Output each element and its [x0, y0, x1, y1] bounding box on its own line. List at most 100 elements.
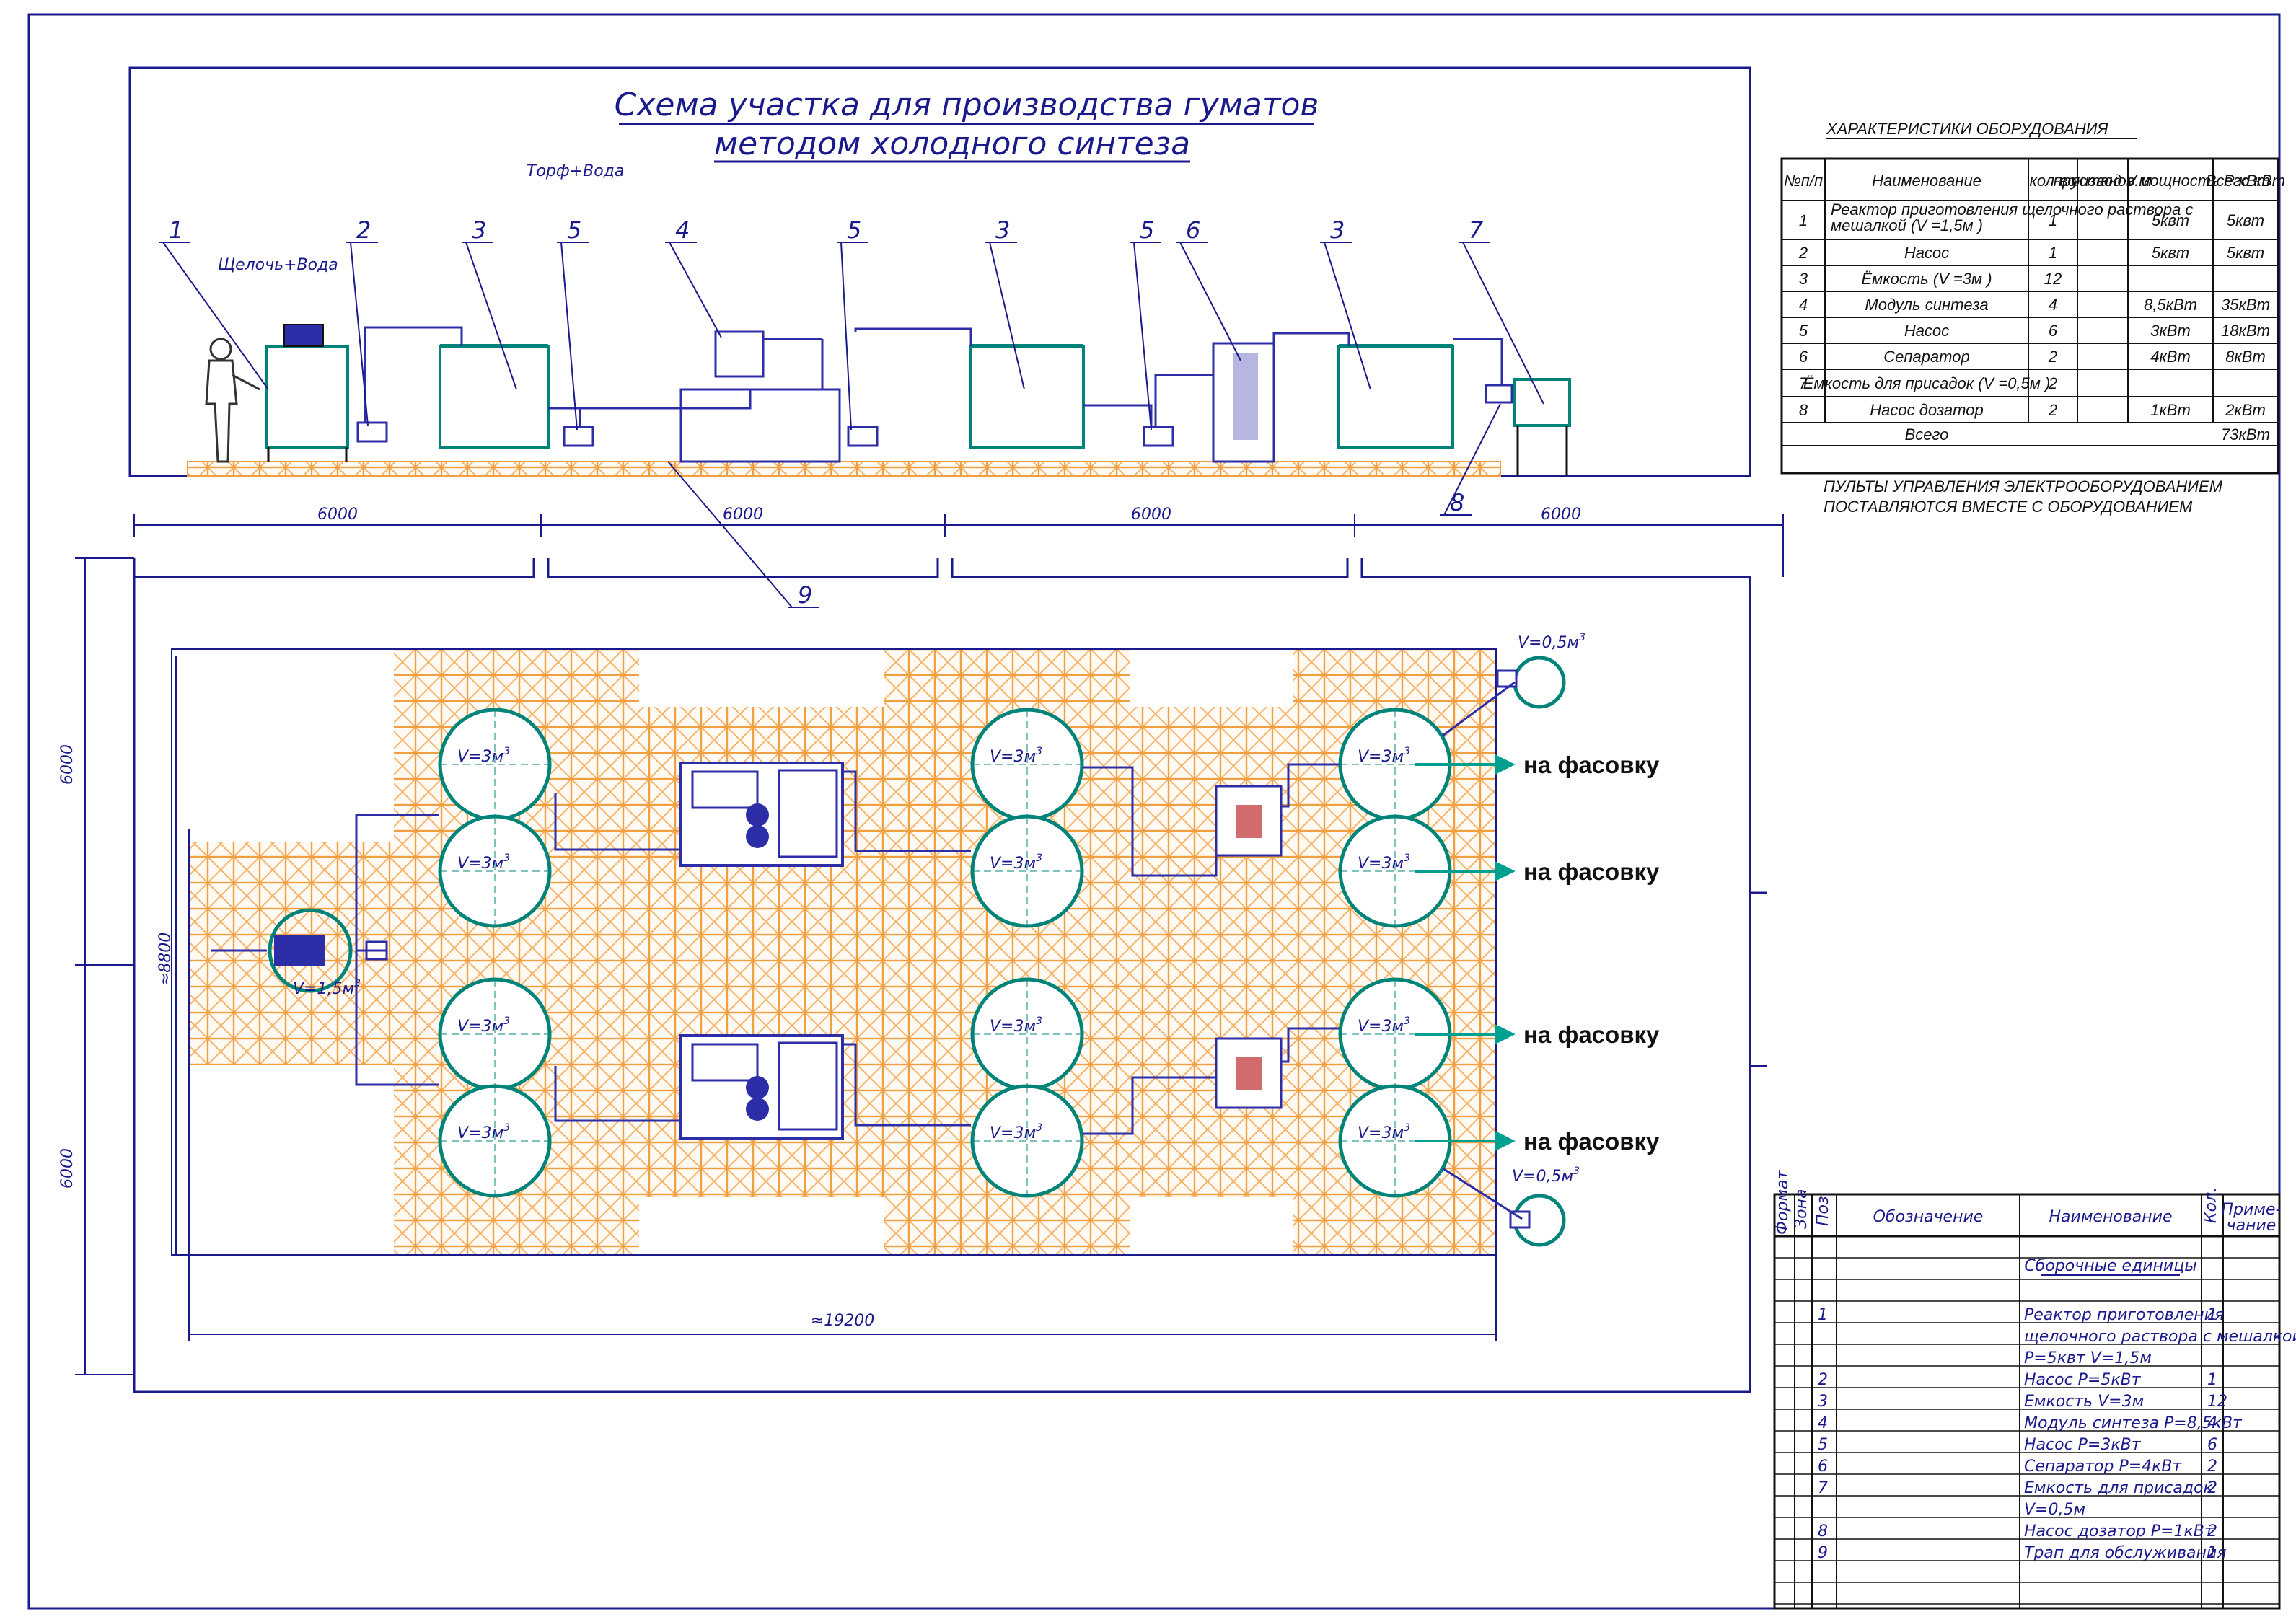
spec-name: Реактор приготовления	[2024, 1306, 2224, 1324]
pipe-side-8	[1453, 338, 1503, 385]
spec-name: Модуль синтеза Р=8,5кВт	[2024, 1414, 2243, 1432]
label-peat-water: Торф+Вода	[527, 162, 624, 180]
spec-header-note-2: чание	[2227, 1217, 2277, 1235]
spec-header-zone: Зона	[1793, 1189, 1811, 1229]
char-cell: Ёмкость (V =3м )	[1861, 270, 1992, 288]
char-cell: 2	[2048, 401, 2057, 419]
tank-side-1	[439, 344, 550, 449]
tank-volume-label: V=3м3	[990, 1122, 1042, 1142]
plan-wall	[133, 558, 1751, 1393]
spec-name: Емкость для присадок	[2024, 1479, 2214, 1497]
pipe-side-1	[364, 326, 463, 423]
spec-name: Сепаратор Р=4кВт	[2024, 1458, 2183, 1476]
char-cell: 1	[2049, 211, 2057, 229]
callout-3: 3	[995, 216, 1010, 244]
spec-qty: 1	[2207, 1306, 2217, 1324]
synthesis-module-plan-1	[679, 762, 844, 867]
char-header-6: Всего кВт	[2206, 172, 2285, 190]
char-total-value: 73кВт	[2221, 426, 2270, 444]
spec-pos: 9	[1818, 1544, 1828, 1562]
reactor-plan	[268, 908, 388, 993]
spec-pos: 2	[1818, 1371, 1828, 1389]
spec-header-qty: Кол.	[2202, 1187, 2220, 1223]
spec-name: Насос Р=3кВт	[2024, 1436, 2142, 1454]
char-total-label: Всего	[1905, 426, 1949, 444]
spec-name: Насос Р=5кВт	[2024, 1371, 2142, 1389]
reactor-side	[265, 324, 349, 462]
char-cell: 5квт	[2227, 244, 2264, 262]
char-cell: 1кВт	[2150, 401, 2191, 419]
char-cell: 2	[2048, 348, 2057, 366]
pipe-side-7	[1272, 332, 1350, 361]
char-cell: Насос	[1904, 322, 1949, 340]
char-cell: Насос дозатор	[1870, 401, 1983, 419]
pipe-side-6	[1154, 374, 1213, 427]
char-cell: 6	[1799, 348, 1808, 366]
spec-pos: 5	[1818, 1436, 1828, 1454]
spec-qty: 4	[2207, 1414, 2217, 1432]
char-cell: 1	[1799, 211, 1808, 229]
dim-top-1: 6000	[317, 506, 358, 524]
spec-qty: 2	[2207, 1458, 2217, 1476]
title-line-2: методом холодного синтеза	[714, 125, 1190, 162]
spec-section: Сборочные единицы	[2024, 1257, 2196, 1275]
char-cell: 18кВт	[2221, 322, 2270, 340]
callout-3: 3	[472, 216, 486, 244]
tank-side-2	[969, 344, 1085, 449]
dimension-width: ≈8800	[157, 933, 175, 986]
spec-qty: 6	[2207, 1436, 2217, 1454]
tank-volume-label: V=3м3	[1358, 852, 1410, 873]
tank-volume-label: V=3м3	[457, 746, 510, 766]
spec-name: Трап для обслуживания	[2024, 1544, 2226, 1562]
spec-pos: 8	[1818, 1522, 1828, 1541]
tank-volume-label: V=3м3	[1358, 746, 1410, 766]
callout-4: 4	[675, 216, 690, 244]
char-header-4: производ V м	[2054, 172, 2152, 190]
tank-volume-label: V=3м3	[990, 1015, 1042, 1036]
note-line-1: ПУЛЬТЫ УПРАВЛЕНИЯ ЭЛЕКТРООБОРУДОВАНИЕМ	[1824, 477, 2223, 495]
char-cell: 2	[2048, 374, 2057, 392]
tank-volume-label: V=3м3	[457, 1015, 510, 1036]
additive-tank-plan-1	[1513, 656, 1566, 709]
char-cell: 2кВт	[2225, 401, 2266, 419]
callout-7: 7	[1469, 216, 1484, 244]
plan-view: V=3м3V=3м3V=3м3V=3м3V=3м3V=3м3V=3м3V=3м3…	[58, 518, 1784, 1393]
note-line-2: ПОСТАВЛЯЮТСЯ ВМЕСТЕ С ОБОРУДОВАНИЕМ	[1824, 498, 2193, 516]
additive-tank-side	[1513, 378, 1571, 476]
label-alkali-water: Щелочь+Вода	[218, 256, 338, 274]
tank-volume-label: V=3м3	[990, 852, 1042, 873]
outlet-label-3: на фасовку	[1523, 1021, 1660, 1048]
additive-volume-label-2: V=0,5м3	[1512, 1165, 1580, 1186]
callout-3: 3	[1330, 216, 1345, 244]
pumps-side	[356, 384, 1513, 447]
synthesis-module-side	[679, 330, 841, 463]
char-cell: 3кВт	[2150, 322, 2191, 340]
spec-qty: 2	[2207, 1479, 2217, 1497]
char-cell: 6	[2049, 322, 2058, 340]
spec-pos: 7	[1818, 1479, 1828, 1497]
spec-header-format: Формат	[1774, 1170, 1792, 1235]
spec-name: щелочного раствора с мешалкой	[2024, 1328, 2296, 1346]
tank-volume-label: V=3м3	[457, 852, 510, 873]
spec-qty: 2	[2207, 1522, 2217, 1541]
spec-pos: 4	[1818, 1414, 1828, 1432]
dim-top-2: 6000	[723, 506, 763, 524]
char-cell: 5квт	[2227, 211, 2264, 229]
char-cell: Насос	[1904, 244, 1949, 262]
callout-8: 8	[1450, 489, 1464, 516]
spec-qty: 12	[2207, 1393, 2227, 1411]
spec-qty: 1	[2207, 1544, 2217, 1562]
char-cell: 4	[1799, 296, 1808, 314]
tanks-plan: V=3м3V=3м3V=3м3V=3м3V=3м3V=3м3V=3м3V=3м3…	[438, 708, 1452, 1198]
char-cell: 3	[1799, 270, 1808, 288]
dimension-length: ≈19200	[811, 1312, 874, 1330]
callout-2: 2	[356, 216, 371, 244]
spec-header-name: Наименование	[2049, 1208, 2173, 1226]
